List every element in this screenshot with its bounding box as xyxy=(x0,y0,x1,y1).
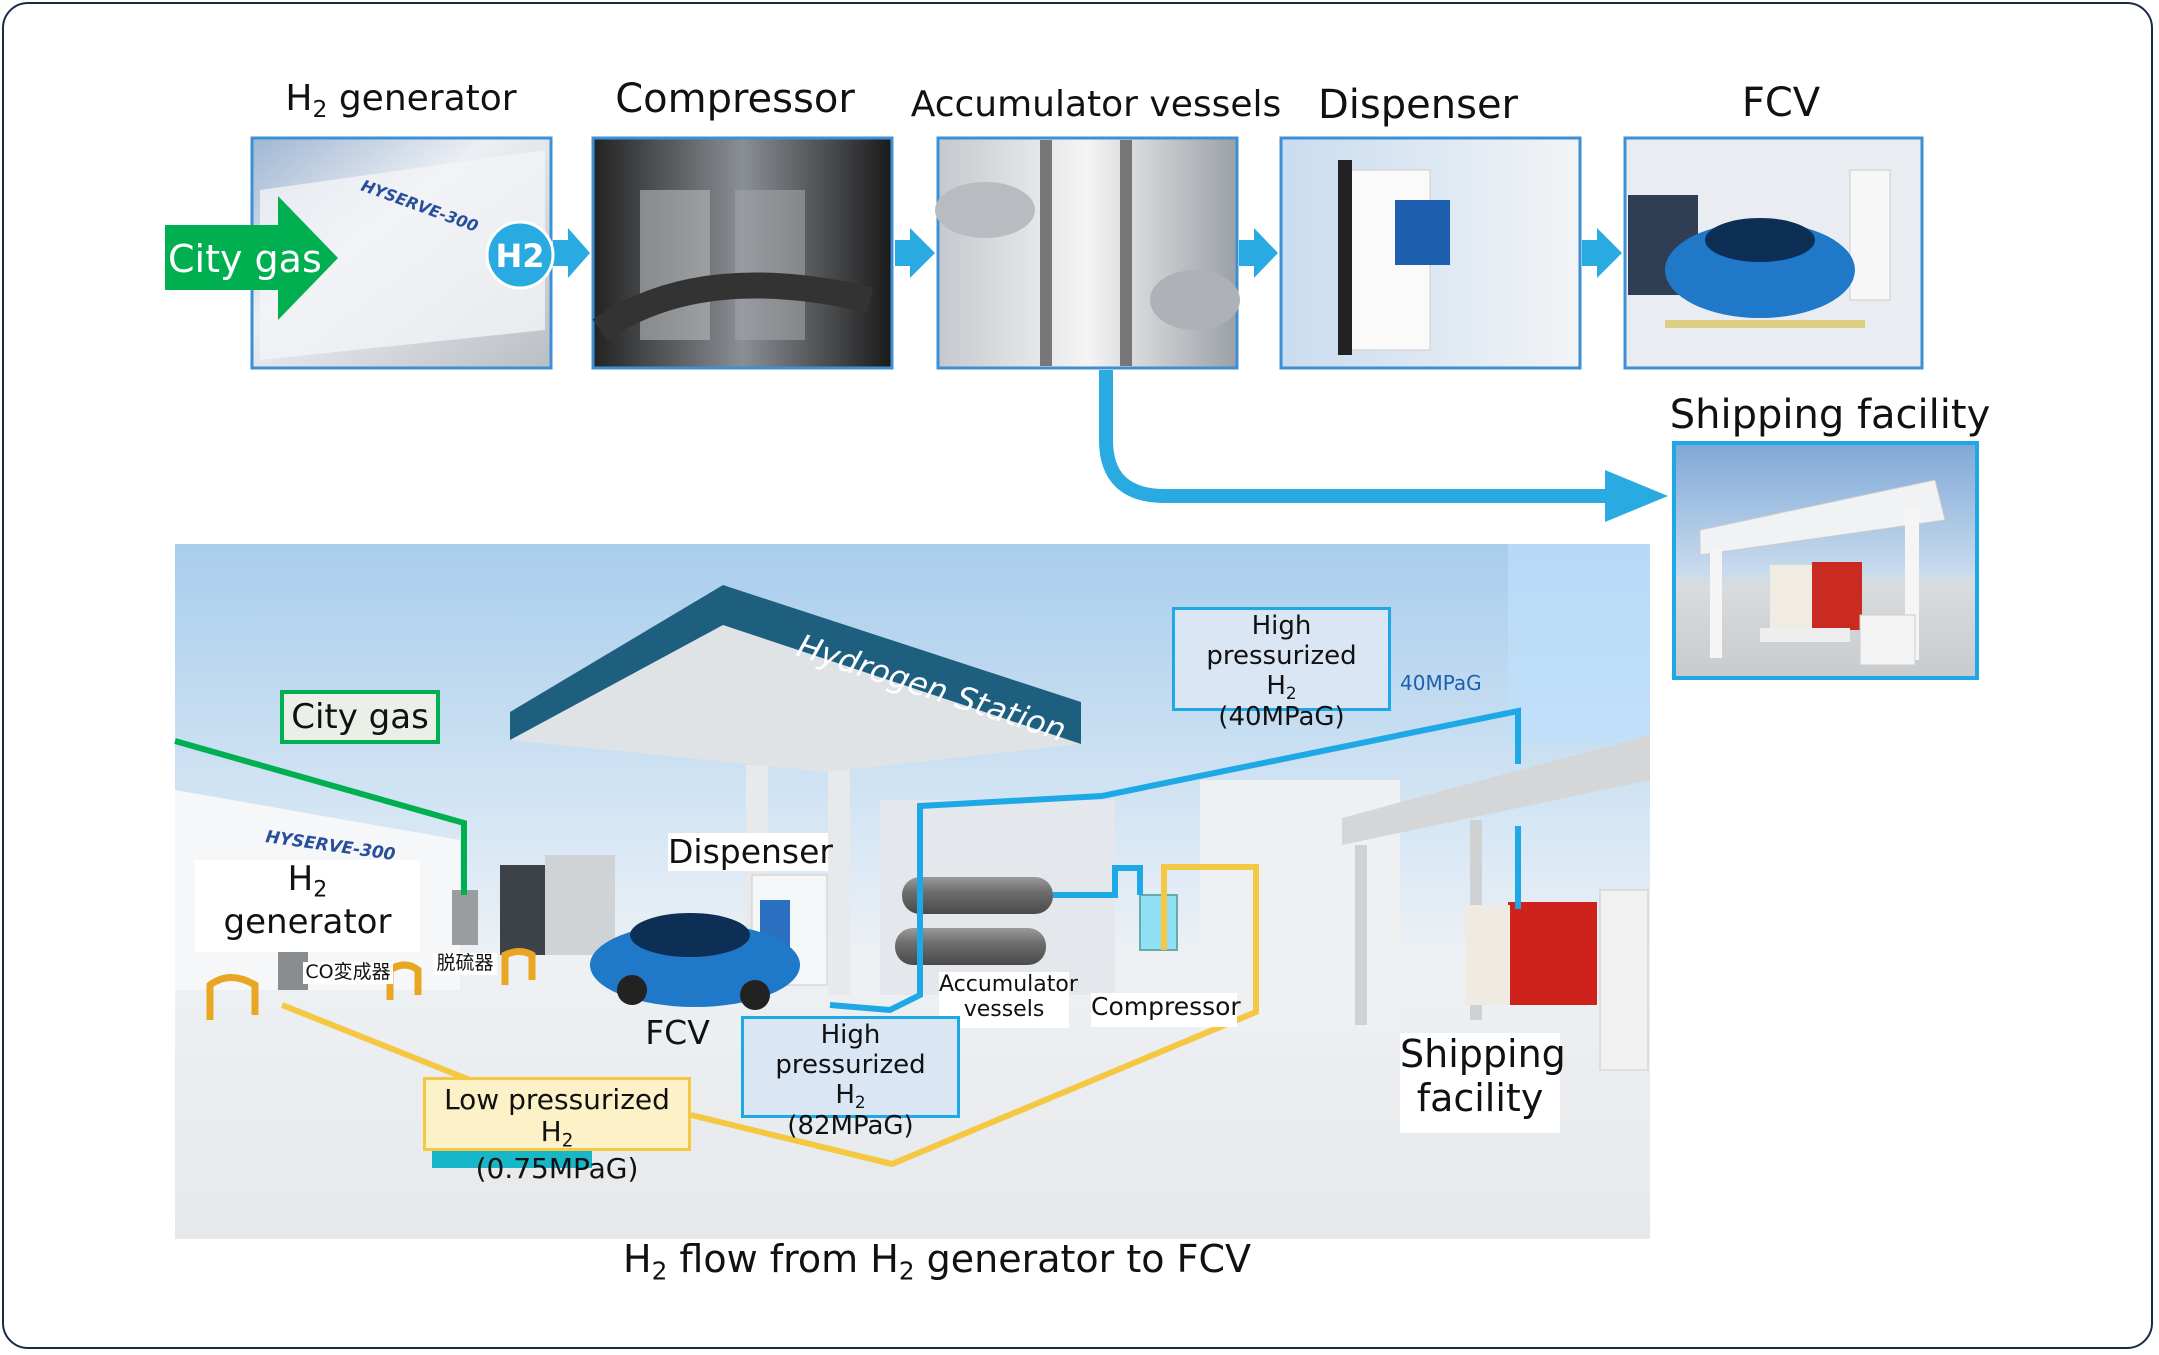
pressure-40-mpag-text: 40MPaG xyxy=(1400,671,1482,695)
city-gas-line xyxy=(174,738,467,895)
fcv-car xyxy=(590,913,800,1010)
photo-shipping-facility xyxy=(1672,441,1979,680)
stage-title-h2-generator: H2 generator xyxy=(285,78,517,124)
photo-fcv xyxy=(1623,136,1924,370)
scene-fcv-label: FCV xyxy=(645,1013,710,1052)
photo-accumulator-vessels xyxy=(935,136,1240,370)
low-pressure-label: Low pressurized H2(0.75MPaG) xyxy=(423,1077,691,1184)
low-pressure-line-b xyxy=(690,864,1259,1168)
stage-title-dispenser: Dispenser xyxy=(1318,82,1518,128)
co-converter-label: CO変成器 xyxy=(303,961,393,984)
scene-dispenser-label: Dispenser xyxy=(668,832,833,871)
scene-compressor-label: Compressor xyxy=(1091,992,1241,1027)
city-gas-arrow: City gas xyxy=(165,196,338,320)
stage-title-compressor: Compressor xyxy=(615,76,855,122)
dispenser-feed-line xyxy=(829,965,923,1014)
h2-badge-text: H2 xyxy=(495,237,544,275)
flow-arrows xyxy=(553,228,1622,278)
low-pressure-line-a xyxy=(280,1002,472,1083)
diagram-caption: H2 flow from H2 generator to FCV xyxy=(623,1237,1251,1286)
compressor-unit xyxy=(1139,894,1178,951)
city-gas-arrow-text: City gas xyxy=(168,237,322,281)
arrow-right-icon xyxy=(553,228,590,278)
scene-city-gas-label: City gas xyxy=(280,690,440,744)
stage-title-fcv: FCV xyxy=(1741,80,1821,126)
photo-dispenser xyxy=(1279,136,1582,370)
arrow-right-icon xyxy=(1239,228,1278,278)
high-pressure-line-40 xyxy=(917,707,1521,980)
h2-badge: H2 xyxy=(485,220,555,290)
accumulator-tanks xyxy=(895,877,1053,965)
arrow-right-icon xyxy=(895,228,935,278)
desulfurizer-label: 脱硫器 xyxy=(433,952,497,975)
arrow-right-icon xyxy=(1582,228,1622,278)
photo-compressor xyxy=(591,136,894,370)
low-pressure-tank-marker xyxy=(432,1150,592,1168)
bent-arrow-to-shipping xyxy=(1095,370,1668,522)
stage-title-accumulator: Accumulator vessels xyxy=(910,84,1282,125)
high-pressure-line-82 xyxy=(1053,865,1143,898)
photo-h2-generator: HYSERVE-300 xyxy=(250,136,553,370)
shipping-facility-title: Shipping facility xyxy=(1669,392,1991,438)
